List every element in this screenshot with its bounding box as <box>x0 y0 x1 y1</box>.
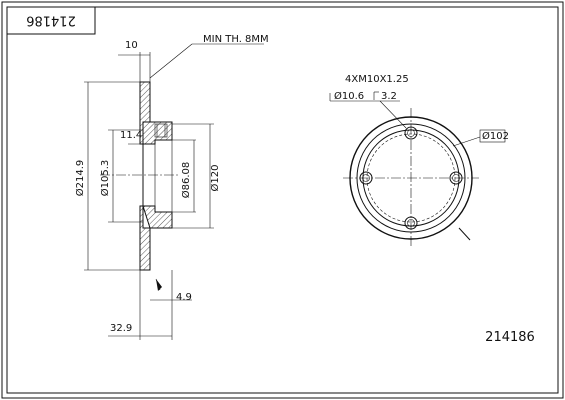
dim-hub-outer-diameter: Ø105.3 <box>99 160 111 197</box>
dim-hub-inner-diameter: Ø120 <box>209 165 221 192</box>
dim-bolt-thread: 4XM10X1.25 <box>345 74 409 85</box>
dim-pcd: Ø102 <box>482 130 509 142</box>
part-number: 214186 <box>485 330 535 345</box>
part-number-rotated: 214186 <box>26 13 76 28</box>
dim-hole-depth: 3.2 <box>381 91 397 102</box>
stud-hole-upper <box>154 123 168 138</box>
hub-upper <box>142 121 173 145</box>
section-mark <box>458 227 471 241</box>
dim-outer-diameter: Ø214.9 <box>74 160 86 197</box>
title-box <box>6 6 96 35</box>
bolt-holes <box>359 126 463 230</box>
dim-min-thickness: MIN TH. 8MM <box>203 34 269 45</box>
dim-thickness: 10 <box>125 40 138 51</box>
front-view: 4XM10X1.25 Ø10.6 3.2 Ø102 <box>329 74 509 248</box>
dim-center-bore: Ø86.08 <box>180 162 192 199</box>
hub-lower <box>142 205 173 229</box>
pcd-box <box>479 129 506 143</box>
section-view: 10 MIN TH. 8MM Ø214.9 Ø105.3 11.4 Ø86.08… <box>74 34 269 340</box>
dim-hole-diameter: Ø10.6 <box>334 90 364 102</box>
dim-total-height: 32.9 <box>110 323 132 334</box>
dim-hub-wall: 11.4 <box>120 130 142 141</box>
dim-offset-small: 4.9 <box>176 292 192 303</box>
